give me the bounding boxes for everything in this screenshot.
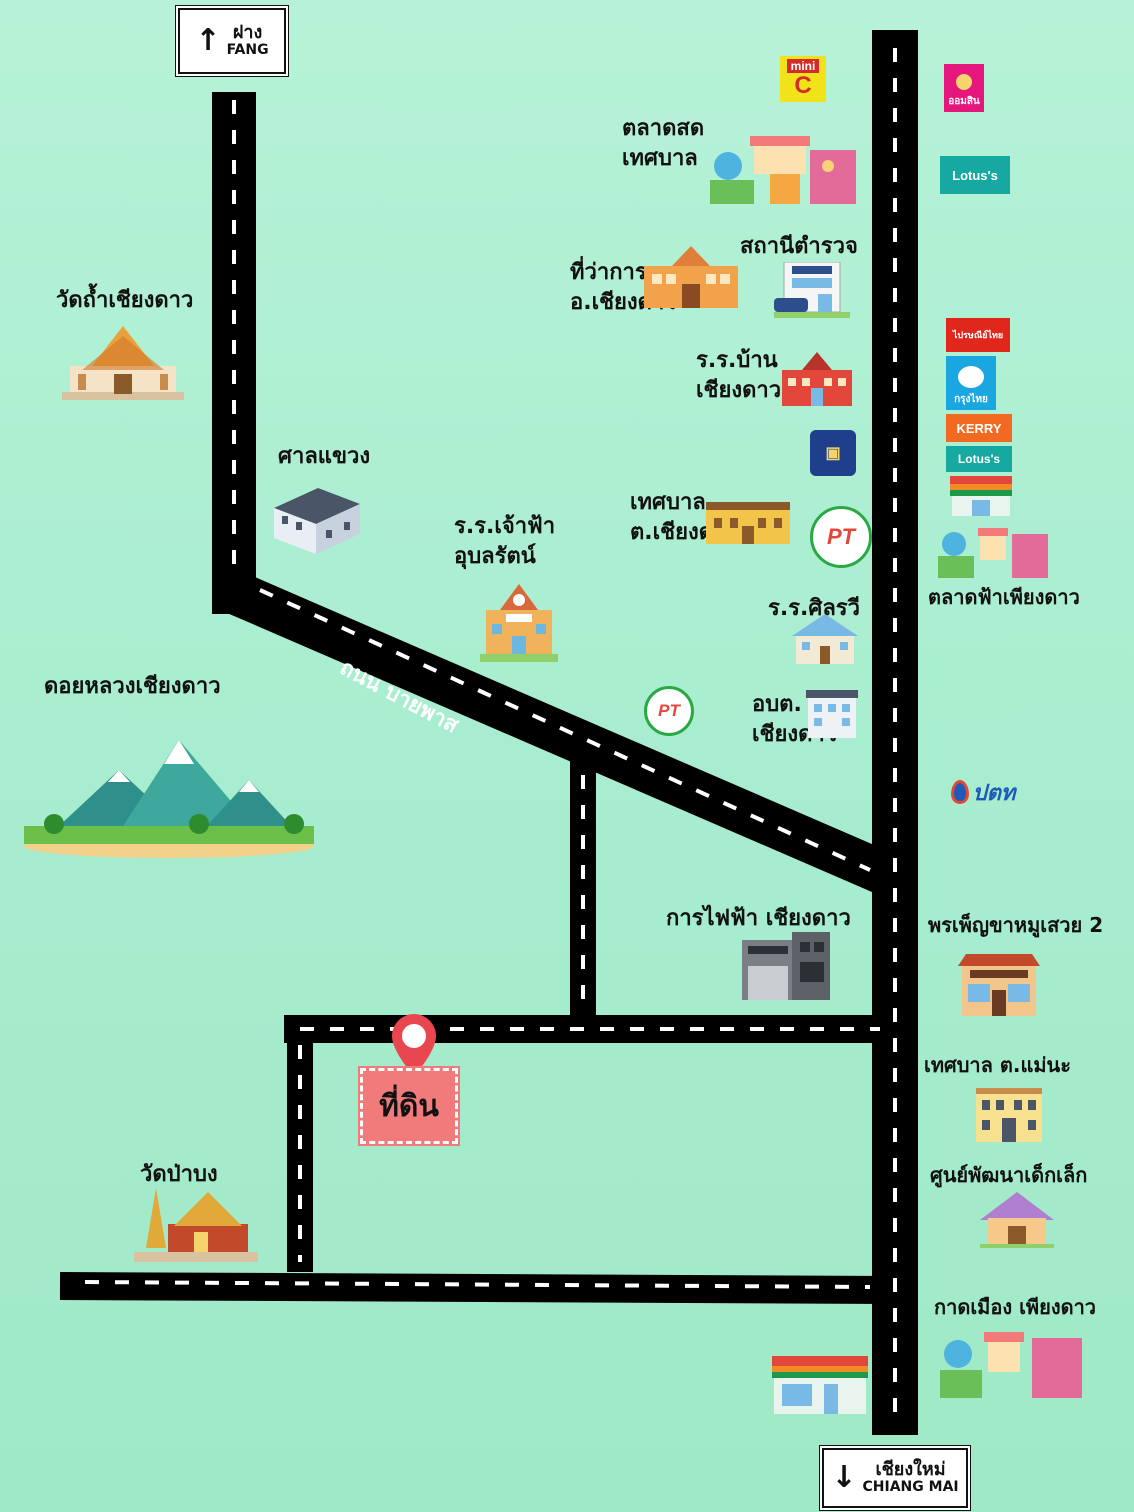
drop-icon [950,780,969,804]
sign-north: ↑ ฝาง FANG [176,6,288,76]
market-icon [940,1332,1082,1398]
label-wat-tham: วัดถ้ำเชียงดาว [56,288,194,313]
bird-icon [958,366,984,388]
minibigc-logo: mini C [780,56,826,102]
bypass-road [212,570,904,899]
sign-south-th: เชียงใหม่ [875,1459,946,1481]
restaurant-icon [958,954,1040,1016]
school-icon [480,584,558,662]
label-san-khwaeng: ศาลแขวง [278,444,371,469]
label-municipality-maena: เทศบาล ต.แม่นะ [924,1053,1071,1077]
label-kad-mueang: กาดเมือง เพียงดาว [934,1295,1097,1319]
convenience-store-icon [950,476,1012,516]
label-child-center: ศูนย์พัฒนาเด็กเล็ก [930,1163,1088,1187]
school-icon [792,614,858,664]
government-building-icon [976,1088,1042,1142]
sign-south-en: CHIANG MAI [862,1479,959,1496]
label-school-sinlapa: ร.ร.ศิลรวี [768,596,860,621]
market-icon [938,528,1048,578]
police-station-icon [774,262,850,318]
land-plot-marker: ที่ดิน [358,1066,460,1146]
government-building-icon [806,690,858,738]
crest-icon [956,74,972,90]
ptt-logo: ปตท [938,774,1028,810]
pt-logo-1: PT [810,506,872,568]
convenience-store-icon [772,1356,868,1414]
power-office-icon [742,932,830,1000]
market-icon [710,136,856,204]
label-wat-pa-bong: วัดป่าบง [140,1162,218,1187]
sign-north-th: ฝาง [232,22,263,44]
label-talat-sot: ตลาดสด เทศบาล [622,116,705,171]
mountain-icon [24,740,314,858]
label-school-ban: ร.ร.บ้าน เชียงดาว [696,348,782,403]
label-school-chaofa: ร.ร.เจ้าฟ้า อุบลรัตน์ [454,514,556,569]
bank-emblem-icon: ▣ [810,430,856,476]
school-icon [782,352,852,406]
arrow-down-icon: ↓ [831,1460,857,1495]
location-pin-icon [392,1014,436,1076]
label-restaurant: พรเพ็ญขาหมูเสวย 2 [928,913,1104,937]
label-doi-luang: ดอยหลวงเชียงดาว [44,674,221,699]
lotus-logo-1: Lotus's [940,156,1010,194]
government-building-icon [644,246,738,308]
label-talat-fa: ตลาดฟ้าเพียงดาว [928,585,1080,609]
pt-logo-2: PT [644,686,694,736]
school-icon [980,1192,1054,1248]
arrow-up-icon: ↑ [195,23,221,58]
lotus-logo-2: Lotus's [946,446,1012,472]
label-police: สถานีตำรวจ [740,234,858,259]
bottom-road [59,1272,896,1304]
courthouse-icon [274,488,360,554]
ktb-logo: กรุงไทย [946,356,996,410]
sign-north-en: FANG [226,42,269,59]
thaipost-logo: ไปรษณีย์ไทย [946,318,1010,352]
kerry-logo: KERRY [946,414,1012,442]
sign-south: ↓ เชียงใหม่ CHIANG MAI [820,1446,970,1510]
label-pea: การไฟฟ้า เชียงดาว [666,906,851,931]
temple-icon [134,1188,258,1262]
temple-icon [62,326,184,400]
gsb-logo: ออมสิน [944,64,984,112]
government-building-icon [706,502,790,544]
land-label: ที่ดิน [379,1088,439,1124]
